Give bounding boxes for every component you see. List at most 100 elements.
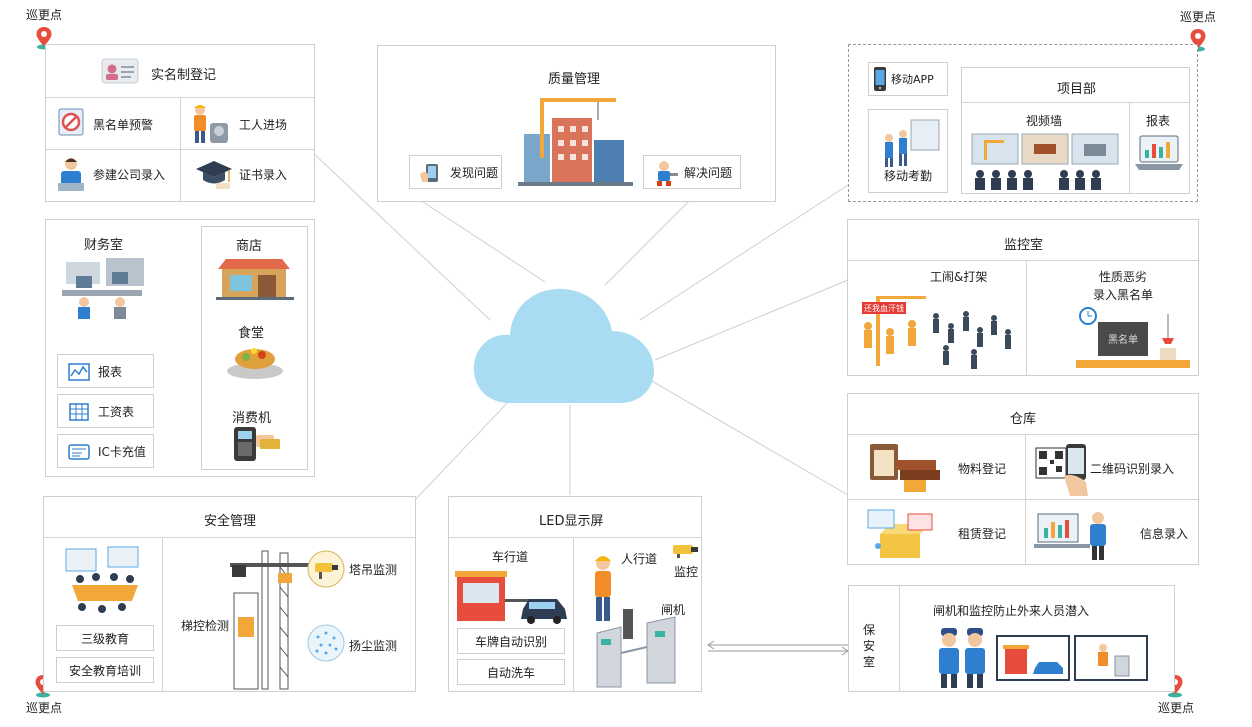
monitor-camera-label: 监控 — [674, 565, 699, 579]
payroll-label: 工资表 — [98, 404, 135, 419]
video-wall-label: 视频墙 — [1026, 114, 1063, 128]
ic-recharge-label: IC卡充值 — [98, 444, 146, 459]
quality-title: 质量管理 — [548, 72, 601, 87]
material-registration-label: 物料登记 — [958, 462, 1007, 476]
solve-problem-label: 解决问题 — [684, 165, 733, 180]
security-guards-illustration — [939, 628, 1148, 688]
mobile-attendance-label: 移动考勤 — [883, 169, 932, 183]
malicious-label-line1: 性质恶劣 — [1099, 270, 1148, 284]
workers-at-screen-illustration — [885, 119, 940, 167]
guard-description: 闸机和监控防止外来人员潜入 — [933, 604, 1090, 618]
dust-monitoring-label: 扬尘监测 — [349, 639, 398, 653]
finance-panel: 财务室 报表 工资表 IC卡充 — [45, 219, 315, 477]
strike-fight-label: 工闹&打架 — [930, 270, 988, 284]
crowd-protest-illustration: 还我血汗钱 — [862, 296, 1011, 369]
plate-recognition-button[interactable]: 车牌自动识别 — [457, 628, 565, 654]
blacklist-warning-icon — [58, 108, 84, 136]
auto-car-wash-label: 自动洗车 — [486, 665, 535, 680]
table-grid-icon — [69, 403, 89, 421]
three-level-education-label: 三级教育 — [80, 631, 129, 646]
patrol-point-label: 巡更点 — [26, 8, 63, 22]
certificate-entry-label: 证书录入 — [239, 168, 288, 182]
safety-title: 安全管理 — [204, 514, 257, 529]
find-problem-button[interactable]: 发现问题 — [409, 155, 502, 189]
pos-machine-title: 消费机 — [232, 411, 272, 426]
quality-management-panel: 质量管理 发现问题 解决问题 — [377, 45, 776, 202]
patrol-point-label: 巡更点 — [26, 701, 63, 715]
patrol-point-label: 巡更点 — [1180, 10, 1217, 24]
line-chart-icon — [68, 363, 90, 381]
realname-registration-panel: 实名制登记 黑名单预警 工人进场 参建公司录入 证书录入 — [45, 44, 315, 202]
project-report-label: 报表 — [1146, 114, 1171, 128]
qr-code-scan-icon — [1035, 444, 1088, 496]
auto-car-wash-button[interactable]: 自动洗车 — [457, 659, 565, 685]
info-entry-label: 信息录入 — [1140, 527, 1189, 541]
monitoring-room-panel: 监控室 工闹&打架 还我血汗钱 性质恶劣 录入黑名单 黑名单 — [847, 219, 1199, 376]
blacklist-warning-label: 黑名单预警 — [93, 118, 154, 132]
led-title: LED显示屏 — [539, 514, 604, 529]
finance-office-title: 财务室 — [84, 238, 124, 253]
office-desk-illustration — [62, 258, 144, 319]
led-display-panel: LED显示屏 车行道 车牌自动识别 自动洗车 人行道 监控 闸机 — [448, 496, 702, 692]
construction-site-illustration — [518, 98, 633, 186]
canteen-title: 食堂 — [238, 326, 265, 341]
blacklist-board-illustration: 黑名单 — [1076, 307, 1190, 368]
patrol-point-label: 巡更点 — [1158, 701, 1195, 715]
company-entry-label: 参建公司录入 — [93, 168, 166, 182]
solve-problem-button[interactable]: 解决问题 — [643, 155, 741, 189]
pedestrian-lane-label: 人行道 — [621, 552, 658, 566]
rental-registration-label: 租赁登记 — [958, 527, 1007, 541]
vehicle-lane-label: 车行道 — [492, 550, 529, 564]
safety-training-button[interactable]: 安全教育培训 — [56, 657, 154, 683]
material-registration-illustration — [870, 444, 940, 492]
rental-registration-illustration — [867, 509, 933, 558]
video-wall-illustration — [971, 133, 1119, 190]
find-problem-label: 发现问题 — [450, 165, 499, 180]
security-camera-icon — [673, 545, 698, 558]
vehicle-gate-illustration — [455, 571, 567, 624]
safety-management-panel: 安全管理 三级教育 安全教育培训 梯控检测 塔吊监测 — [43, 496, 416, 692]
finance-report-button[interactable]: 报表 — [57, 354, 154, 388]
hand-phone-icon — [420, 164, 438, 182]
company-entry-icon — [58, 158, 84, 191]
classroom-training-illustration — [65, 546, 139, 613]
location-pin-icon — [36, 27, 52, 50]
project-office-title: 项目部 — [1057, 82, 1097, 97]
info-entry-illustration — [1034, 512, 1106, 560]
cloud-platform-icon — [473, 288, 654, 403]
finance-report-label: 报表 — [98, 364, 123, 379]
crane-camera-icon — [307, 550, 345, 588]
qrcode-entry-label: 二维码识别录入 — [1090, 462, 1175, 476]
payroll-button[interactable]: 工资表 — [57, 394, 154, 428]
realname-title: 实名制登记 — [151, 68, 217, 83]
worker-entry-label: 工人进场 — [239, 118, 288, 132]
warehouse-panel: 仓库 物料登记 二维码识别录入 租赁登记 信息录 — [847, 393, 1199, 565]
elevator-detection-label: 梯控检测 — [181, 619, 230, 633]
id-card-icon — [101, 58, 139, 84]
project-department-panel: 移动APP 移动考勤 项目部 视频墙 — [848, 44, 1198, 202]
repair-worker-icon — [657, 161, 678, 186]
mobile-app-button[interactable]: 移动APP — [868, 62, 948, 96]
three-level-education-button[interactable]: 三级教育 — [56, 625, 154, 651]
pos-terminal-icon — [234, 427, 280, 461]
shop-storefront-illustration — [216, 259, 294, 300]
ic-recharge-button[interactable]: IC卡充值 — [57, 434, 154, 468]
guard-room-panel: 保安室 闸机和监控防止外来人员潜入 — [848, 585, 1175, 692]
card-icon — [68, 444, 90, 460]
canteen-food-illustration — [227, 348, 283, 379]
blacklist-board-text: 黑名单 — [1108, 333, 1138, 346]
mobile-app-label: 移动APP — [891, 73, 934, 86]
crane-monitoring-label: 塔吊监测 — [349, 563, 398, 577]
warehouse-title: 仓库 — [1010, 412, 1037, 427]
shop-canteen-subpanel: 商店 食堂 消费机 — [201, 226, 308, 470]
guard-room-label: 保安室 — [863, 623, 876, 669]
safety-training-label: 安全教育培训 — [68, 663, 141, 678]
pedestrian-gate-illustration — [595, 556, 676, 688]
graduation-cap-icon — [196, 161, 232, 189]
malicious-label-line2: 录入黑名单 — [1093, 288, 1154, 302]
turnstile-gate-label: 闸机 — [661, 603, 686, 617]
tower-crane-elevator-illustration — [230, 550, 318, 690]
plate-recognition-label: 车牌自动识别 — [474, 634, 547, 649]
mobile-attendance-button[interactable]: 移动考勤 — [868, 109, 948, 193]
monitoring-room-title: 监控室 — [1004, 238, 1044, 253]
